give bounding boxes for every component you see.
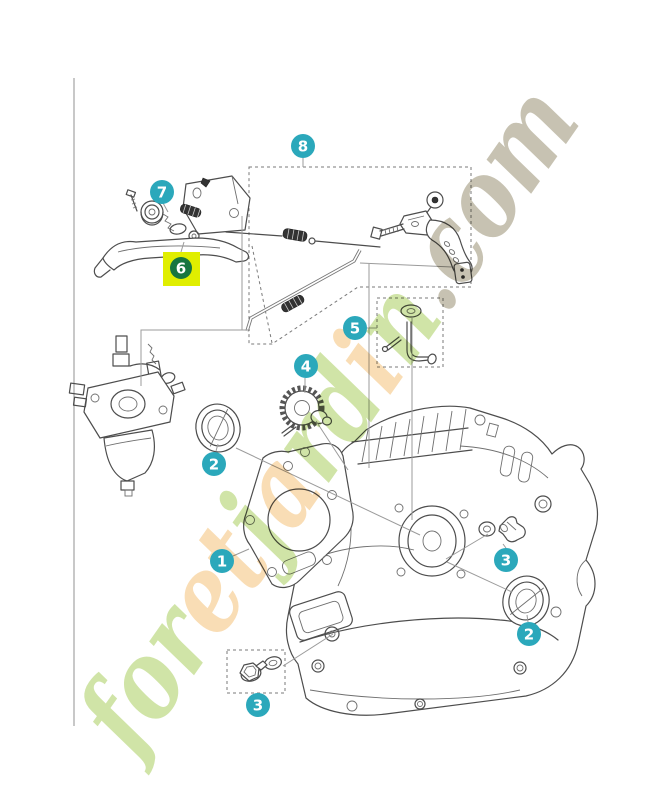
callout-badges: 8 7 6 5 4 2 1 3 2 3 [150,134,541,717]
callout-6-highlighted[interactable]: 6 [163,252,200,286]
svg-text:4: 4 [301,358,311,376]
governor-arm-drawing [370,191,473,285]
svg-text:3: 3 [253,697,263,715]
svg-text:2: 2 [524,626,534,644]
camshaft-gear-drawing [279,385,333,437]
svg-text:3: 3 [501,552,511,570]
leader-lines [140,158,529,667]
callout-4[interactable]: 4 [294,354,318,378]
carburetor-drawing [68,335,186,497]
svg-text:1: 1 [217,553,227,571]
svg-text:8: 8 [298,138,308,156]
oil-seal-left-drawing [195,403,241,453]
callout-5[interactable]: 5 [343,316,367,340]
svg-text:7: 7 [157,184,167,202]
callout-2-left[interactable]: 2 [202,452,226,476]
group-box-8-inner [251,245,273,344]
svg-text:2: 2 [209,456,219,474]
callout-3-right[interactable]: 3 [494,548,518,572]
group-box-8 [248,166,472,345]
callout-2-right[interactable]: 2 [517,622,541,646]
group-box-5 [376,297,444,368]
governor-rod-drawing [245,249,362,332]
callout-3-bottom[interactable]: 3 [246,693,270,717]
callout-8[interactable]: 8 [291,134,315,158]
cylinder-gasket-drawing [243,442,354,589]
breather-plug-drawing [478,516,526,543]
callout-1[interactable]: 1 [210,549,234,573]
throttle-link-rod-drawing [225,228,381,248]
callout-7[interactable]: 7 [150,180,174,204]
drain-plug-drawing [239,656,282,682]
oil-seal-right-drawing [502,575,550,627]
governor-shaft-drawing [381,304,437,365]
group-box-3-bottom [226,649,286,694]
svg-text:5: 5 [350,320,360,338]
svg-text:6: 6 [176,260,186,278]
